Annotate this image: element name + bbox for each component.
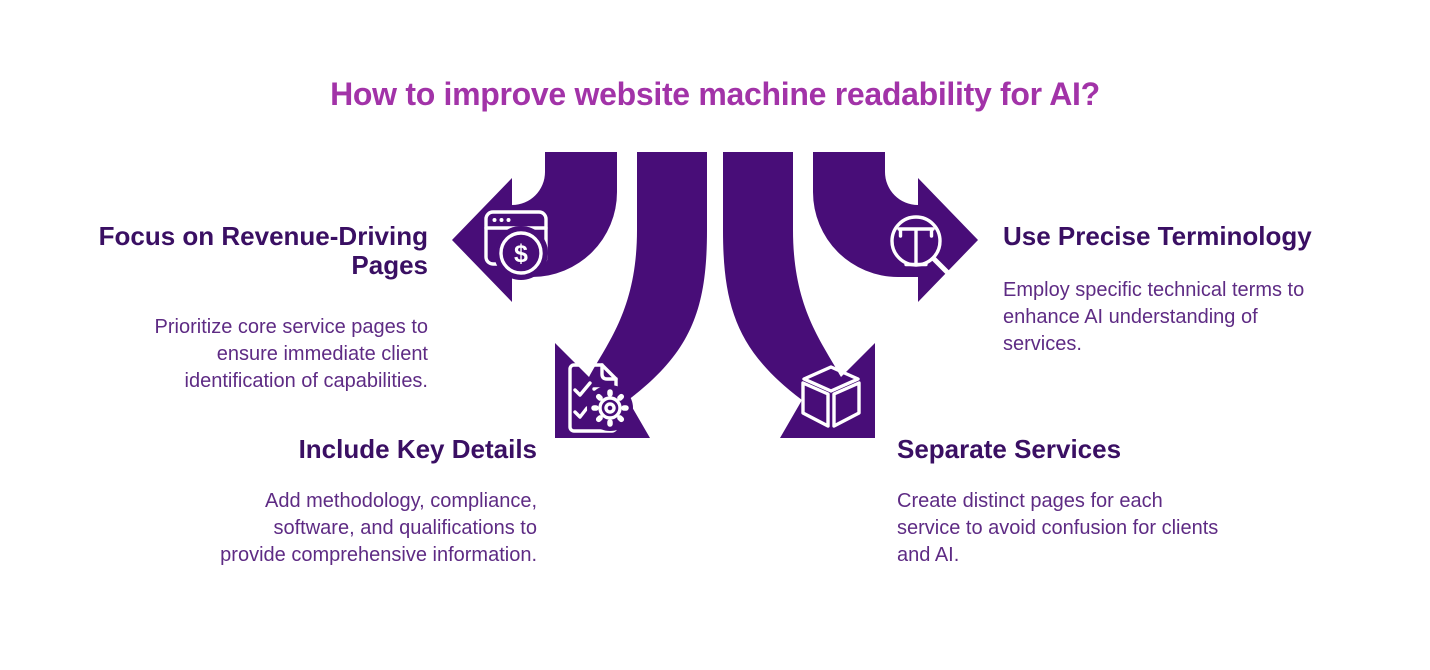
heading-line: Pages <box>351 250 428 280</box>
section-key-details-heading: Include Key Details <box>167 435 537 464</box>
browser-dollar-icon: $ <box>484 210 548 280</box>
body-line: service to avoid confusion for clients <box>897 517 1219 539</box>
body-line: provide comprehensive information. <box>220 544 537 566</box>
section-revenue-pages-body: Prioritize core service pages to ensure … <box>60 314 428 395</box>
arrow-down-left <box>555 152 707 438</box>
section-revenue-pages-heading: Focus on Revenue-Driving Pages <box>60 222 428 280</box>
section-separate-services-heading: Separate Services <box>897 435 1327 464</box>
gear-glyph <box>591 389 629 427</box>
heading-line: Include Key Details <box>298 434 537 464</box>
page-title: How to improve website machine readabili… <box>330 76 1100 112</box>
body-line: identification of capabilities. <box>184 370 428 392</box>
heading-line: Focus on Revenue-Driving <box>98 221 428 251</box>
body-line: Employ specific technical terms to <box>1003 279 1305 301</box>
body-line: software, and qualifications to <box>273 517 538 539</box>
section-precise-terminology-body: Employ specific technical terms to enhan… <box>1003 277 1423 358</box>
section-precise-terminology-heading: Use Precise Terminology <box>1003 222 1423 251</box>
body-line: Prioritize core service pages to <box>154 316 428 338</box>
dollar-symbol: $ <box>514 240 528 268</box>
section-separate-services-body: Create distinct pages for each service t… <box>897 488 1327 569</box>
cube-icon <box>801 365 861 428</box>
checklist-gear-icon <box>568 363 633 433</box>
heading-line: Separate Services <box>897 434 1122 464</box>
body-line: Create distinct pages for each <box>897 490 1163 512</box>
heading-line: Use Precise Terminology <box>1003 221 1312 251</box>
arrow-down-right <box>723 152 875 438</box>
section-key-details-body: Add methodology, compliance, software, a… <box>167 488 537 569</box>
magnifier-text-icon <box>890 215 958 283</box>
body-line: enhance AI understanding of <box>1003 306 1258 328</box>
body-line: services. <box>1003 333 1082 355</box>
body-line: ensure immediate client <box>216 343 428 365</box>
body-line: Add methodology, compliance, <box>264 490 537 512</box>
body-line: and AI. <box>897 544 960 566</box>
